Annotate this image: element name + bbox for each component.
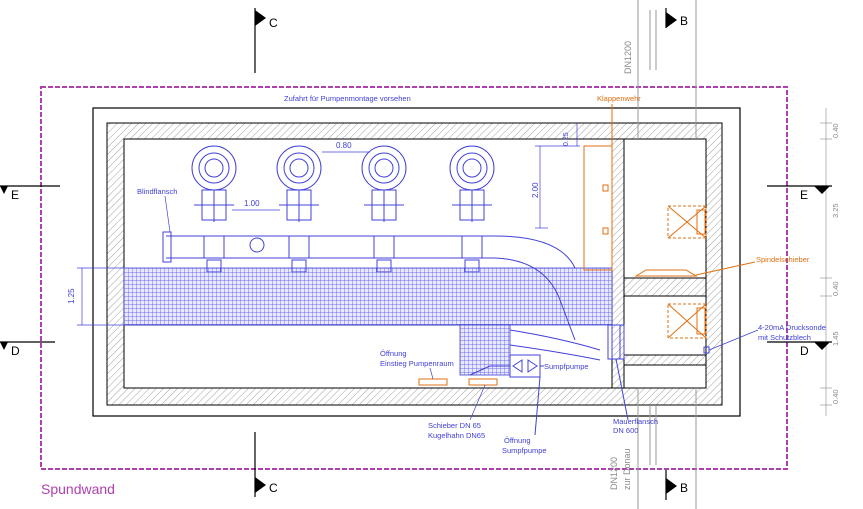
pump-3 <box>361 145 407 273</box>
right-dim-040-c: 0.40 <box>831 389 840 404</box>
valve-label-1: Schieber DN 65 <box>428 421 481 430</box>
spindle-valve <box>634 261 756 277</box>
right-dim-325: 3.25 <box>831 203 840 218</box>
section-marker-e-right <box>767 185 832 194</box>
section-e-right-label: E <box>800 188 808 202</box>
spindle-valve-label: Spindelschieber <box>756 255 810 264</box>
dn1200-pipe <box>637 0 697 509</box>
access-note: Zufahrt für Pumpenmontage vorsehen <box>284 94 411 103</box>
section-c-bottom-label: C <box>269 481 278 495</box>
pressure-probe-leader <box>708 329 759 351</box>
valve-symbol <box>249 237 265 253</box>
opening-pump-room-label-2: Einstieg Pumpenraum <box>380 359 454 368</box>
section-marker-c-top <box>254 8 266 73</box>
wall-flange <box>607 324 629 421</box>
section-marker-b-top <box>665 8 677 28</box>
gate-lower <box>667 303 707 339</box>
section-b-bottom-label: B <box>680 481 688 495</box>
opening-sump <box>468 378 498 386</box>
flap-weir <box>583 104 613 271</box>
wall-flange-label-1: Mauerflansch <box>613 417 658 426</box>
dim-grid-125 <box>77 267 124 326</box>
section-d-right-label: D <box>800 344 809 358</box>
dim-grid-125-text: 1.25 <box>67 288 76 304</box>
sheet-pile-wall <box>40 86 788 470</box>
opening-pump-room-leader <box>429 367 434 380</box>
opening-pump-room <box>418 378 448 386</box>
wall-inner-edge <box>123 138 707 389</box>
blind-flange-label: Blindflansch <box>137 187 177 196</box>
valve-leader <box>469 384 486 421</box>
section-d-left-label: D <box>11 344 20 358</box>
section-marker-c-bottom <box>254 432 266 497</box>
partition-walls <box>611 138 707 389</box>
right-dim-040-b: 0.40 <box>831 281 840 296</box>
pipe-bottom-label-2: zur Donau <box>622 448 632 490</box>
valve-label-2: Kugelhahn DN65 <box>428 431 485 440</box>
opening-sump-label-1: Öffnung <box>504 436 531 445</box>
section-b-top-label: B <box>680 14 688 28</box>
pipe-top-label: DN1200 <box>623 41 633 74</box>
gate-upper <box>667 205 707 239</box>
blind-flange-leader <box>164 195 171 233</box>
pump-2 <box>276 145 322 273</box>
dim-pump-offset: 1.00 <box>244 199 260 208</box>
opening-pump-room-label-1: Öffnung <box>380 349 407 358</box>
dim-lines-top <box>232 123 580 229</box>
sump-pump-label: Sumpfpumpe <box>544 362 589 371</box>
section-marker-b-bottom <box>665 470 677 500</box>
section-marker-e-left <box>0 185 60 194</box>
section-marker-d-left <box>0 341 55 350</box>
right-dim-040-a: 0.40 <box>831 123 840 138</box>
pressure-probe-label-1: 4-20mA Drucksonde <box>758 323 826 332</box>
opening-sump-label-2: Sumpfpumpe <box>502 446 547 455</box>
section-c-top-label: C <box>269 16 278 30</box>
grating <box>123 267 613 376</box>
dim-height-200: 2.00 <box>531 182 540 198</box>
pipe-bottom-label-1: DN1200 <box>609 457 619 490</box>
pressure-probe-label-2: mit Schutzblech <box>758 333 811 342</box>
section-e-left-label: E <box>11 188 19 202</box>
dim-pump-spacing: 0.80 <box>336 141 352 150</box>
wall-flange-label-2: DN 600 <box>613 426 638 435</box>
sump-pump <box>469 354 544 436</box>
right-dim-chain <box>820 108 832 416</box>
dim-height-025: 0.25 <box>563 132 570 146</box>
flap-weir-label: Klappenwehr <box>597 94 641 103</box>
outer-wall-outline <box>92 107 741 417</box>
pump-1 <box>191 145 237 273</box>
sheet-pile-label: Spundwand <box>41 481 115 497</box>
section-marker-d-right <box>767 341 832 350</box>
wall-outer-edge <box>106 122 723 406</box>
right-dim-145: 1.45 <box>831 331 840 346</box>
pump-4 <box>449 145 495 273</box>
